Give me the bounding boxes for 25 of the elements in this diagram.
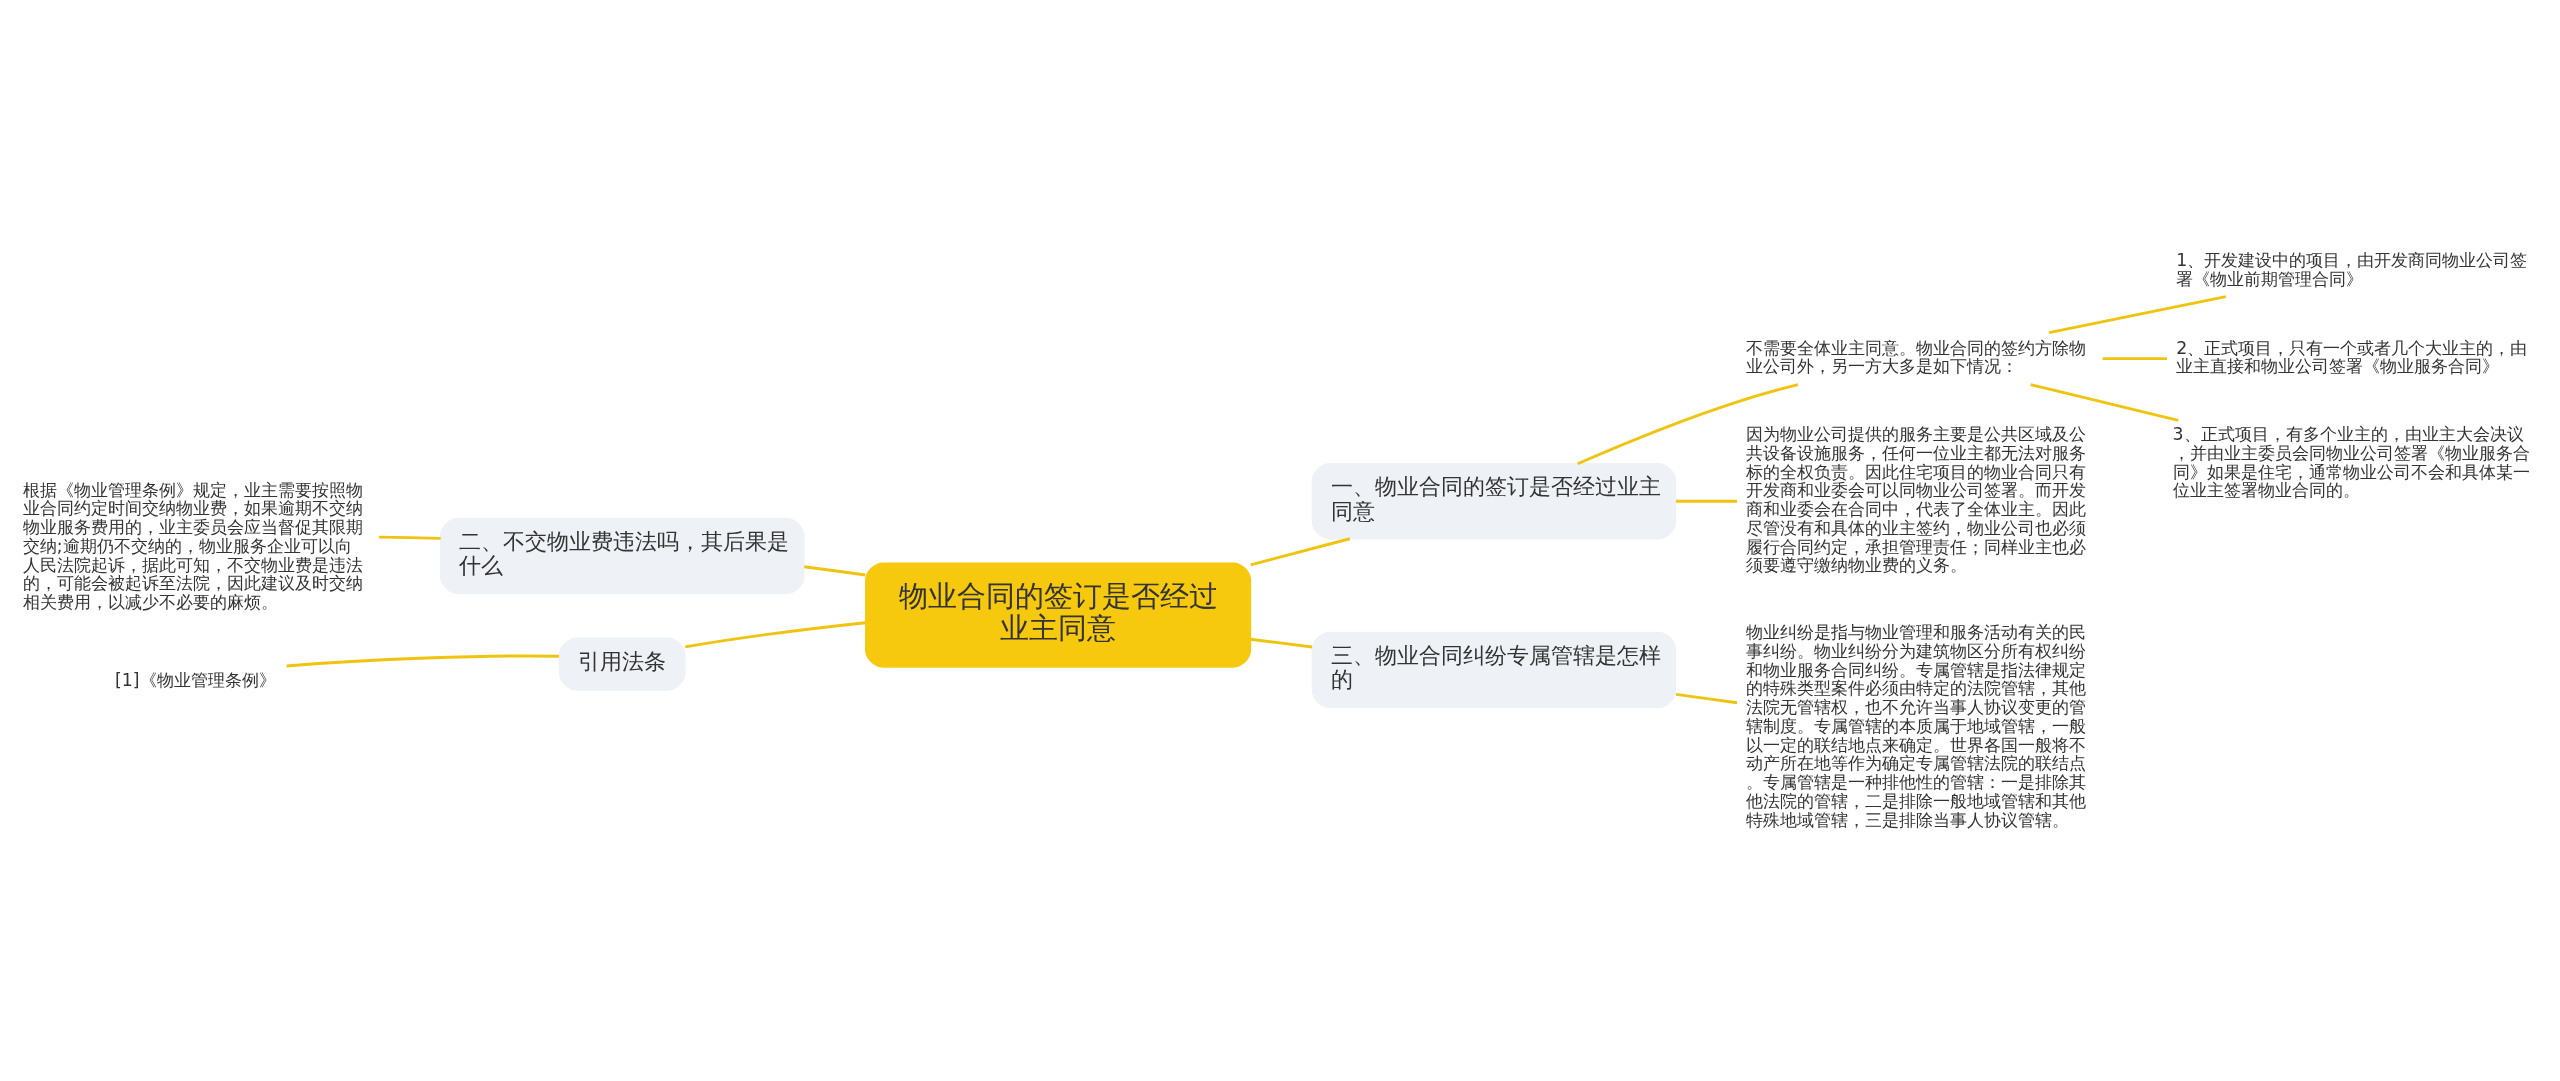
node-box: 物业合同的签订是否经过业主同意: [865, 562, 1252, 668]
node-text: 根据《物业管理条例》规定，业主需要按照物业合同约定时间交纳物业费，如果逾期不交纳物业服务费用的，业主委员会应当督促其限期交纳;逾期仍不交纳的，物业服务企业可以向人民法院起诉，据此可知，不交物业费是违法的，可能会被起诉至法院，因此建议及时交纳相关费用，以减少不必要的麻烦。: [22, 479, 363, 612]
connector: [2102, 357, 2167, 361]
node-text: 3、正式项目，有多个业主的，由业主大会决议，并由业主委员会同物业公司签署《物业服务合同》如果是住宅，通常物业公司不会和具体某一位业主签署物业合同的。: [2172, 424, 2530, 501]
node-text: 1、开发建设中的项目，由开发商同物业公司签署《物业前期管理合同》: [2176, 249, 2528, 289]
node-text: 不需要全体业主同意。物业合同的签约方除物业公司外，另一方大多是如下情况：: [1746, 337, 2087, 377]
connector: [2048, 295, 2227, 334]
node-text: 物业纠纷是指与物业管理和服务活动有关的民事纠纷。物业纠纷分为建筑物区分所有权纠纷和物业服务合同纠纷。专属管辖是指法律规定的特殊类型案件必须由特定的法院管辖，其他法院无管辖权，也不允许当事人协议变更的管辖制度。专属管辖的本质属于地域管辖，一般以一定的联结地点来确定。世界各国一般将不动产所在地等作为确定专属管辖法院的联结点。专属管辖是一种排他性的管辖：一是排除其他法院的管辖，二是排除一般地域管辖和其他特殊地域管辖，三是排除当事人协议管辖。: [1746, 622, 2087, 830]
connector: [286, 654, 559, 668]
connector: [1577, 383, 1799, 466]
connector: [1250, 537, 1351, 567]
connector: [685, 621, 866, 649]
node-box: 引用法条: [558, 637, 686, 691]
connector: [1250, 637, 1313, 649]
node-text: [1]《物业管理条例》: [115, 669, 276, 690]
node-text: 因为物业公司提供的服务主要是公共区域及公共设备设施服务，任何一位业主都无法对服务标的全权负责。因此住宅项目的物业合同只有开发商和业委会可以同物业公司签署。而开发商和业委会在合同中，代表了全体业主。因此尽管没有和具体的业主签约，物业公司也必须履行合同约定，承担管理责任；同样业主也必须要遵守缴纳物业费的义务。: [1746, 424, 2087, 576]
connector: [2030, 383, 2179, 422]
connector: [379, 535, 441, 540]
node-text: 2、正式项目，只有一个或者几个大业主的，由业主直接和物业公司签署《物业服务合同》: [2176, 337, 2528, 377]
node-box: 三、物业合同纠纷专属管辖是怎样的: [1311, 631, 1677, 708]
connector: [1676, 499, 1737, 503]
node-box: 二、不交物业费违法吗，其后果是什么: [439, 517, 805, 595]
connector: [1675, 693, 1738, 705]
connector: [804, 565, 866, 577]
node-box: 一、物业合同的签订是否经过业主同意: [1311, 463, 1677, 540]
